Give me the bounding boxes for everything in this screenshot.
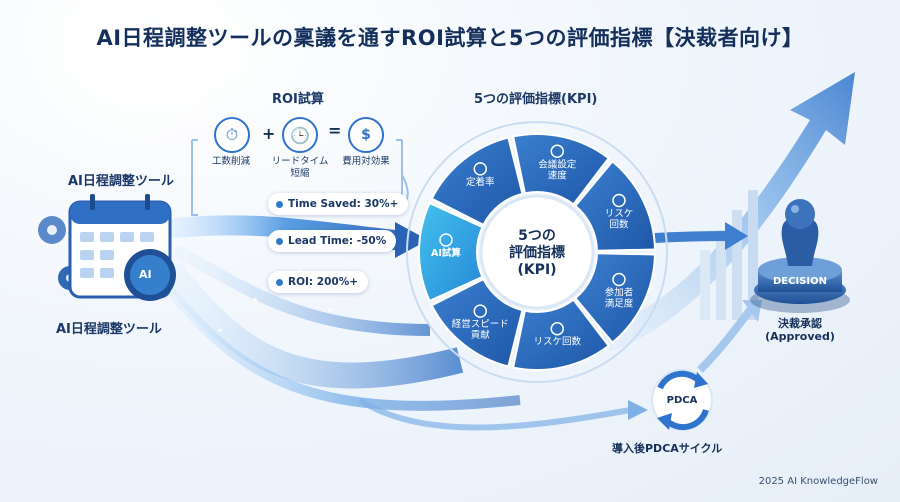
kpi-segment-5-label: 貢献 bbox=[471, 329, 491, 341]
kpi-segment-4 bbox=[511, 298, 611, 371]
page-title: AI日程調整ツールの稟議を通すROI試算と5つの評価指標【決裁者向け】 bbox=[96, 26, 804, 50]
metric-label: ROI: 200%+ bbox=[288, 276, 359, 288]
kpi-segment-3-label: 参加者 bbox=[605, 286, 634, 298]
kpi-segment-3 bbox=[573, 252, 656, 345]
ai-badge: AI bbox=[139, 268, 152, 281]
kpi-segment-1-label: 速度 bbox=[548, 169, 568, 181]
smile-icon bbox=[612, 272, 626, 287]
bullet-dot bbox=[276, 237, 283, 245]
shield-check-icon bbox=[473, 162, 488, 176]
money-hand-icon: $ bbox=[348, 117, 384, 153]
kpi-segment-5-label: 経営スピード bbox=[452, 318, 509, 330]
calendar-icon bbox=[38, 194, 176, 301]
decision-stamp-icon bbox=[750, 199, 850, 313]
kpi-center-label: (KPI) bbox=[517, 262, 556, 278]
kpi-segment-2-label: 回数 bbox=[609, 219, 629, 231]
kpi-segment-0-label: 定着率 bbox=[466, 176, 495, 188]
roi-item-cost: 費用対効果 bbox=[342, 156, 390, 167]
kpi-segment-1-label: 会議設定 bbox=[538, 158, 577, 170]
metric-lead-time: Lead Time: -50% bbox=[268, 230, 397, 252]
roi-item-leadtime-1: リードタイム bbox=[271, 156, 329, 167]
plus-sign: + bbox=[262, 124, 276, 143]
metric-time-saved: Time Saved: 30%+ bbox=[268, 193, 409, 215]
pdca-cycle-icon bbox=[651, 369, 713, 431]
pdca-label: 導入後PDCAサイクル bbox=[612, 442, 723, 455]
growth-chart-icon bbox=[439, 233, 453, 247]
kpi-wheel: AI試算定着率会議設定速度リスケ回数参加者満足度リスケ回数経営スピード貢献5つの… bbox=[406, 121, 668, 383]
stopwatch-icon: ⏱ bbox=[214, 117, 250, 153]
kpi-segment-ai bbox=[418, 201, 484, 303]
roi-item-leadtime-2: 短縮 bbox=[290, 168, 310, 179]
outer-ring bbox=[406, 121, 668, 383]
kpi-center-label: 評価指標 bbox=[509, 244, 565, 261]
kpi-segment-3-label: 満足度 bbox=[605, 297, 634, 309]
bullet-dot bbox=[276, 200, 283, 208]
decision-stamp-text: DECISION bbox=[773, 276, 827, 287]
pdca-badge: PDCA bbox=[666, 395, 698, 406]
equals-sign: = bbox=[328, 121, 342, 140]
metric-roi: ROI: 200%+ bbox=[268, 271, 369, 293]
metric-label: Time Saved: 30%+ bbox=[288, 198, 399, 210]
kpi-title: 5つの評価指標(KPI) bbox=[474, 92, 598, 107]
decision-label-1: 決裁承認 bbox=[778, 317, 822, 330]
kpi-center-label: 5つの bbox=[518, 228, 556, 244]
bullet-dot bbox=[276, 278, 283, 286]
kpi-segment-0 bbox=[430, 136, 524, 227]
speed-clock-icon bbox=[550, 144, 564, 159]
kpi-center-disc bbox=[479, 194, 595, 310]
kpi-segment-1 bbox=[511, 133, 611, 206]
decision-label-2: (Approved) bbox=[765, 330, 835, 343]
roi-item-workload: 工数削減 bbox=[211, 156, 250, 167]
kpi-segment-4-label: リスケ回数 bbox=[533, 336, 581, 348]
tool-label-top: AI日程調整ツール bbox=[68, 174, 174, 189]
calendar-icon bbox=[612, 193, 626, 208]
roi-title: ROI試算 bbox=[272, 92, 324, 107]
speedometer-icon bbox=[473, 304, 488, 318]
kpi-segment-2-label: リスケ bbox=[605, 209, 634, 220]
clock-fast-icon: 🕒 bbox=[282, 117, 318, 153]
kpi-segment-ai-label: AI試算 bbox=[431, 247, 461, 259]
tool-label-bottom: AI日程調整ツール bbox=[56, 322, 162, 337]
kpi-segment-5 bbox=[430, 277, 524, 368]
metric-label: Lead Time: -50% bbox=[288, 235, 387, 247]
chat-icon bbox=[550, 321, 564, 336]
footer-credit: 2025 AI KnowledgeFlow bbox=[758, 476, 878, 487]
